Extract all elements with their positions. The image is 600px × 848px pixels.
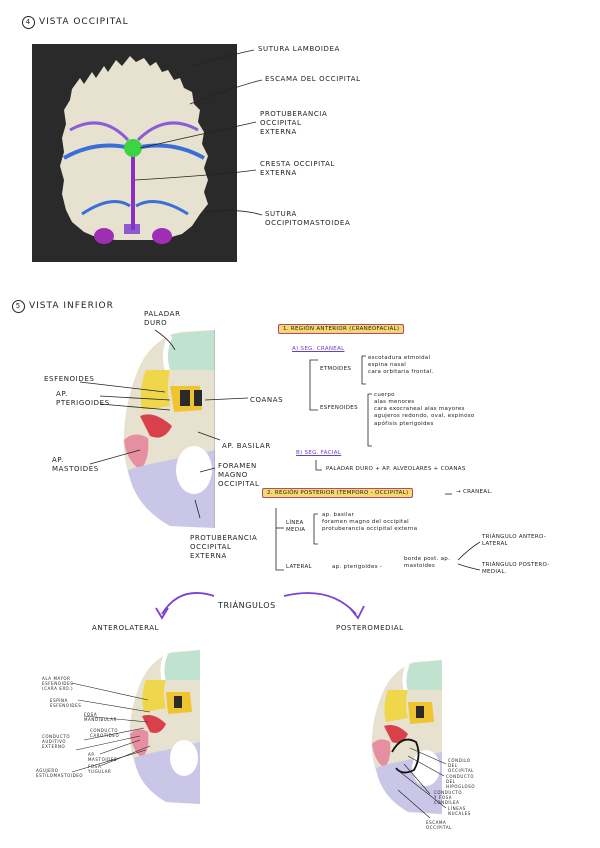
note-esf-item-2: alas menores	[374, 399, 415, 406]
section4-title: 4 VISTA OCCIPITAL	[22, 16, 129, 29]
note-lm-item-2: foramen magno del occipital	[322, 519, 409, 526]
section4-title-text: VISTA OCCIPITAL	[39, 17, 129, 27]
posteromedial-skull-image	[362, 660, 442, 815]
note-etmoides: ETMOIDES	[320, 366, 352, 372]
label-esfenoides: ESFENOIDES	[44, 375, 95, 383]
label-ap-basilar: AP. BASILAR	[222, 442, 271, 450]
note-facial-items: PALADAR DURO + AP. ALVEOLARES + COANAS	[326, 466, 466, 472]
label-protuberancia-occipital: PROTUBERANCIA OCCIPITAL EXTERNA	[260, 110, 328, 136]
note-triangulo-posteromedial: TRIÁNGULO POSTERO-MEDIAL.	[482, 562, 550, 576]
note-lateral: LATERAL	[286, 564, 312, 570]
posteromedial-title: POSTEROMEDIAL	[336, 624, 404, 632]
section5-title: 5 VISTA INFERIOR	[12, 300, 114, 313]
note-etmoides-items: escotadura etmoidal espina nasal cara or…	[368, 355, 434, 376]
note-lm-item-3: protuberancia occipital externa	[322, 526, 418, 533]
pm-label-1: cóndilo del occipital	[448, 758, 475, 773]
al-label-8: agujero estilomastoideo	[36, 768, 84, 778]
triangulos-title: TRIÁNGULOS	[218, 601, 276, 610]
note-esf-item-4: agujeros redondo, oval, espinoso	[374, 413, 475, 420]
note-esf-item-3: cara exocraneal alas mayores	[374, 406, 465, 413]
label-foramen-magno: FORAMEN MAGNO OCCIPITAL	[218, 462, 260, 488]
label-paladar-duro: PALADAR DURO	[144, 310, 181, 327]
label-protuberancia-inferior: PROTUBERANCIA OCCIPITAL EXTERNA	[190, 534, 258, 560]
note-region-anterior-text: 1. REGIÓN ANTERIOR (CRANEOFACIAL)	[278, 324, 405, 334]
al-label-7: fosa yugular	[88, 764, 112, 774]
note-seg-facial: B) SEG. FACIAL	[296, 450, 342, 456]
al-label-3: fosa mandibular	[84, 712, 117, 722]
note-esfenoides-items: cuerpo alas menores cara exocraneal alas…	[374, 392, 475, 428]
note-lateral-text: ap. pterigoides -	[332, 564, 383, 570]
note-esfenoides: ESFENOIDES	[320, 405, 358, 411]
section5-number: 5	[12, 300, 25, 313]
note-etm-item-3: cara orbitaria frontal.	[368, 369, 434, 376]
al-label-6: ap. mastoides	[88, 752, 118, 762]
label-escama-occipital: ESCAMA DEL OCCIPITAL	[265, 75, 361, 83]
pm-label-5: escama occipital	[426, 820, 453, 830]
inferior-skull-image	[110, 330, 215, 530]
note-linea-media: LÍNEA MEDIA	[286, 520, 306, 534]
al-label-5: conducto carotídeo	[90, 728, 120, 738]
pm-label-3: conducto y fosa condílea	[434, 790, 463, 805]
note-linea-media-items: ap. basilar foramen magno del occipital …	[322, 512, 417, 533]
note-esf-item-5: apófisis pterigoides	[374, 420, 434, 427]
section4-number: 4	[22, 16, 35, 29]
note-region-anterior: 1. REGIÓN ANTERIOR (CRANEOFACIAL)	[278, 324, 405, 334]
pm-label-2: conducto del hipogloso	[446, 774, 476, 789]
inferior-skull-illustration	[123, 330, 215, 528]
al-label-4: conducto auditivo externo	[42, 734, 71, 749]
note-etm-item-2: espina nasal	[368, 362, 407, 369]
al-label-2: espina esfenoides	[50, 698, 82, 708]
note-craneal: → CRANEAL.	[456, 489, 493, 495]
label-ap-pterigoides: AP. PTERIGOIDES	[56, 390, 110, 407]
anterolateral-skull-image	[120, 650, 200, 805]
al-label-1: ala mayor esfenoides (cara exo.)	[42, 676, 74, 691]
note-triangulo-anterolateral: TRIÁNGULO ANTERO-LATERAL	[482, 534, 547, 548]
note-craneal-text: CRANEAL.	[462, 489, 493, 495]
note-borde-posterior: borde post. ap. mastoides	[404, 556, 451, 570]
label-sutura-occipitomastoidea: SUTURA OCCIPITOMASTOIDEA	[265, 210, 351, 227]
note-region-posterior-text: 2. REGIÓN POSTERIOR (TEMPORO - OCCIPITAL…	[262, 488, 414, 498]
note-lm-item-1: ap. basilar	[322, 512, 355, 518]
occipital-image	[32, 44, 237, 262]
pm-label-4: líneas nucales	[448, 806, 471, 816]
occipital-skull-illustration	[60, 56, 208, 244]
label-coanas: COANAS	[250, 396, 284, 404]
note-region-posterior: 2. REGIÓN POSTERIOR (TEMPORO - OCCIPITAL…	[262, 488, 414, 498]
note-seg-craneal: A) SEG. CRANEAL	[292, 346, 345, 352]
label-ap-mastoides: AP. MASTOIDES	[52, 456, 99, 473]
anterolateral-title: ANTEROLATERAL	[92, 624, 160, 632]
label-sutura-lamboidea: SUTURA LAMBOIDEA	[258, 45, 340, 53]
note-esf-item-1: cuerpo	[374, 392, 395, 398]
anterolateral-skull-illustration	[129, 650, 200, 804]
section5-title-text: VISTA INFERIOR	[29, 301, 114, 311]
label-cresta-occipital: CRESTA OCCIPITAL EXTERNA	[260, 160, 336, 177]
note-etm-item-1: escotadura etmoidal	[368, 355, 431, 361]
posteromedial-skull-illustration	[371, 660, 442, 814]
